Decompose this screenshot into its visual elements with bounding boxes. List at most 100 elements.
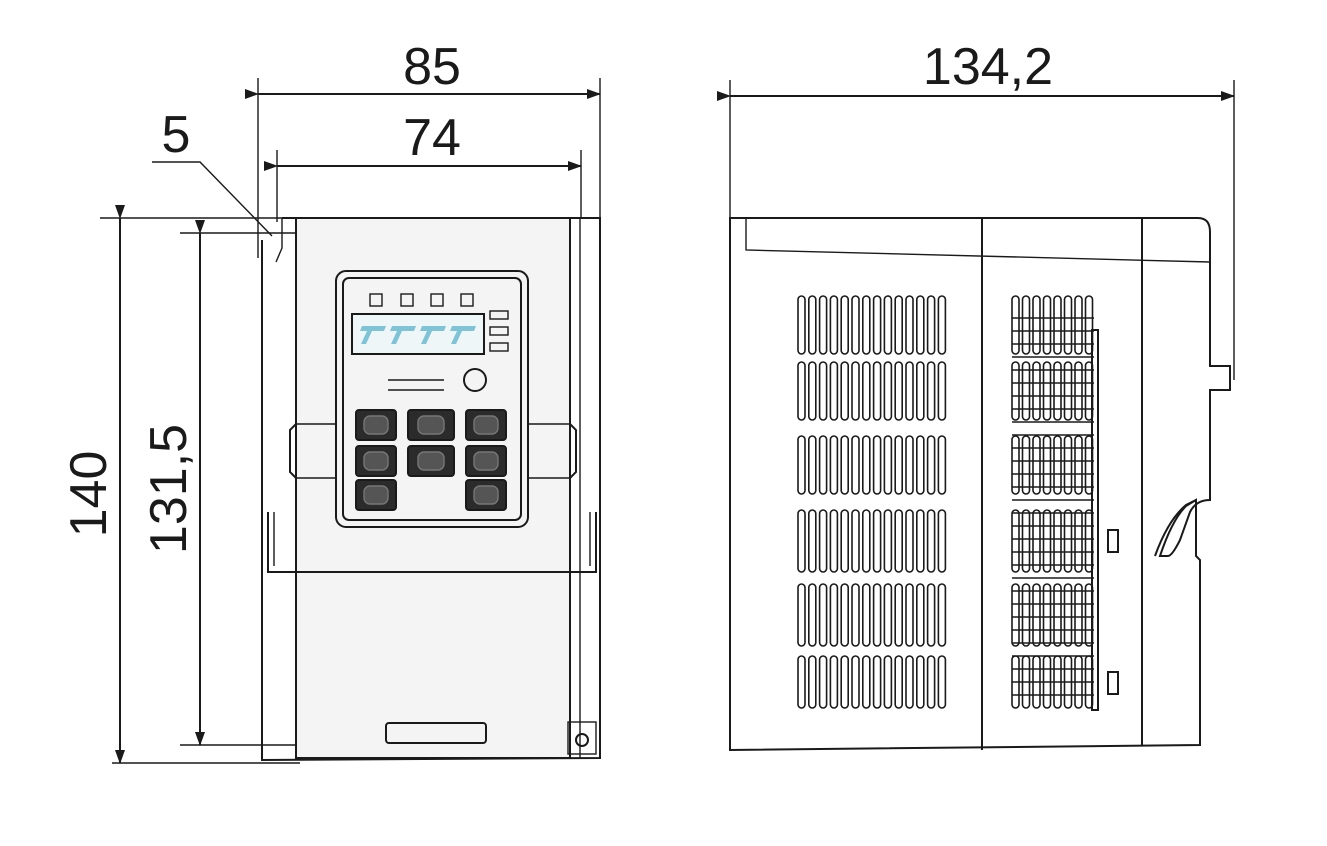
key-8-face — [473, 485, 499, 505]
side-led-1 — [489, 310, 509, 320]
front-cover-split — [267, 512, 597, 573]
vent-slot — [1042, 435, 1052, 495]
side-view: 134,2 — [717, 38, 1235, 752]
vent-slot — [894, 655, 904, 709]
vent-slot — [829, 435, 839, 495]
vent-slot — [1011, 435, 1020, 495]
vent-slot — [926, 295, 936, 355]
vent-slot — [915, 583, 925, 647]
led-1 — [369, 293, 383, 307]
vent-slot — [1074, 361, 1083, 421]
vent-slot — [797, 509, 806, 573]
vent-slot — [807, 655, 817, 709]
vent-slot — [1042, 583, 1052, 647]
vent-slot — [829, 361, 839, 421]
vent-slot — [818, 361, 828, 421]
vent-slot — [872, 509, 882, 573]
side-top-ridge — [745, 218, 1211, 263]
potentiometer-knob — [463, 368, 487, 392]
vent-slot — [872, 435, 882, 495]
fan-rail-bar — [1091, 329, 1099, 711]
vent-slot — [861, 361, 871, 421]
front-cover — [295, 217, 571, 759]
vent-slot — [1032, 295, 1041, 355]
vent-slot — [937, 295, 947, 355]
vent-slot — [1011, 583, 1020, 647]
vent-slot — [807, 435, 817, 495]
key-6-face — [473, 451, 499, 471]
digit-1 — [360, 326, 386, 344]
led-4 — [460, 293, 474, 307]
key-5-face — [417, 451, 445, 471]
vent-slot — [829, 583, 839, 647]
keypad-panel-outer — [335, 270, 529, 528]
vent-slot — [872, 361, 882, 421]
vent-slot — [894, 583, 904, 647]
vent-slot — [926, 583, 936, 647]
vent-slot — [937, 435, 947, 495]
key-2-face — [417, 415, 445, 435]
dim-label-panel-width: 74 — [403, 109, 461, 167]
vent-slot — [1042, 509, 1052, 573]
vent-slot — [1032, 583, 1041, 647]
vent-slot — [1074, 295, 1083, 355]
status-leds — [369, 293, 474, 307]
key-7-face — [363, 485, 389, 505]
vent-slot — [861, 583, 871, 647]
vent-slot — [1032, 509, 1041, 573]
vent-slot — [851, 583, 860, 647]
vent-slot — [883, 361, 893, 421]
vent-slot — [861, 509, 871, 573]
vent-slot — [937, 583, 947, 647]
vent-slot — [1021, 583, 1031, 647]
vent-slot — [1042, 295, 1052, 355]
vent-slot — [926, 435, 936, 495]
front-view: 85 74 5 140 131,5 — [60, 38, 601, 764]
side-led-2 — [489, 326, 509, 336]
vent-slot — [840, 295, 850, 355]
front-bottom-handle — [385, 722, 487, 744]
digit-3 — [420, 326, 446, 344]
vent-slot — [840, 361, 850, 421]
vent-slot — [1084, 295, 1094, 355]
key-3-face — [473, 415, 499, 435]
vent-slot — [861, 295, 871, 355]
vent-slot — [894, 361, 904, 421]
vent-slot — [915, 509, 925, 573]
vent-slot — [1021, 295, 1031, 355]
vent-slot — [807, 583, 817, 647]
vent-slot — [894, 435, 904, 495]
vent-slot — [1032, 361, 1041, 421]
side-din-clip — [1154, 498, 1197, 557]
vent-slot — [872, 655, 882, 709]
vent-slot — [797, 361, 806, 421]
vent-slot — [818, 295, 828, 355]
vent-slot — [905, 583, 914, 647]
vent-slot — [851, 435, 860, 495]
vent-slots-left — [797, 295, 947, 709]
vent-slot — [829, 655, 839, 709]
vent-slot — [905, 361, 914, 421]
vent-slot — [1074, 435, 1083, 495]
key-4-face — [363, 451, 389, 471]
front-clip-right — [569, 423, 577, 479]
vent-slot — [1063, 361, 1073, 421]
vent-slot — [797, 295, 806, 355]
vent-slot — [818, 655, 828, 709]
vent-slot — [915, 295, 925, 355]
dim-label-offset: 5 — [162, 106, 191, 164]
vent-slot — [937, 361, 947, 421]
vent-slot — [840, 583, 850, 647]
vent-slot — [926, 361, 936, 421]
vent-slot — [1053, 435, 1062, 495]
vent-slot — [797, 655, 806, 709]
vent-slot — [1053, 509, 1062, 573]
vent-slot — [1053, 361, 1062, 421]
vent-slot — [840, 435, 850, 495]
vent-slot — [807, 295, 817, 355]
display-window — [351, 313, 485, 355]
vent-slot — [894, 509, 904, 573]
vent-slot — [905, 655, 914, 709]
vent-slot — [851, 361, 860, 421]
